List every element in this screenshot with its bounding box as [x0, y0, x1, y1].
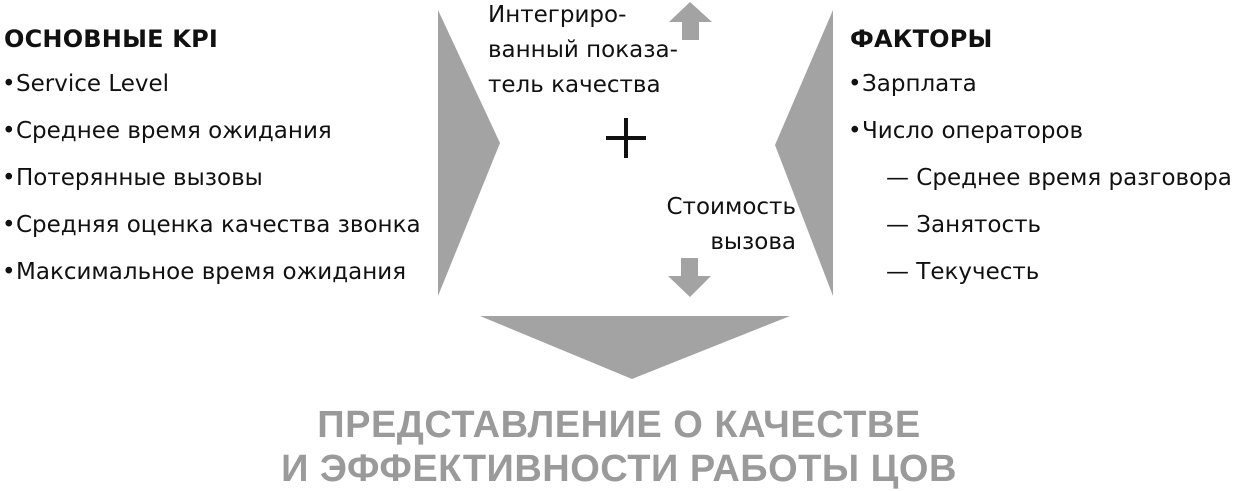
conclusion-title-line1: ПРЕДСТАВЛЕНИЕ О КАЧЕСТВЕ — [317, 404, 921, 446]
list-item: •Service Level — [2, 61, 421, 108]
bullet-icon: • — [2, 212, 16, 238]
bullet-icon: • — [2, 165, 16, 191]
bullet-icon: • — [2, 71, 16, 97]
integrated-quality-line: тель качества — [488, 72, 661, 98]
plus-icon — [606, 118, 646, 158]
call-cost-label: Стоимость вызова — [660, 190, 797, 260]
down-arrow-icon — [668, 258, 711, 297]
list-item: •Среднее время ожидания — [2, 108, 421, 155]
right-arrow-shape — [775, 10, 833, 296]
factor-item-label: Число операторов — [862, 118, 1084, 144]
bullet-icon: • — [848, 118, 862, 144]
kpi-item-label: Потерянные вызовы — [16, 165, 263, 191]
list-item: — Занятость — [848, 202, 1232, 249]
kpi-item-label: Максимальное время ожидания — [16, 259, 407, 285]
bullet-icon: • — [2, 118, 16, 144]
bullet-icon: • — [848, 71, 862, 97]
factor-subitem-label: — Текучесть — [886, 259, 1040, 285]
call-cost-line: Стоимость — [666, 194, 797, 220]
bottom-funnel-shape — [480, 316, 790, 379]
bullet-icon: • — [2, 259, 16, 285]
integrated-quality-line: Интегриро- — [488, 2, 627, 28]
up-arrow-icon — [669, 2, 712, 40]
left-arrow-shape — [438, 10, 500, 296]
list-item: •Зарплата — [848, 61, 1232, 108]
call-cost-line: вызова — [710, 229, 796, 255]
kpi-item-label: Service Level — [16, 71, 170, 97]
factor-subitem-label: — Занятость — [886, 212, 1042, 238]
factor-item-label: Зарплата — [862, 71, 977, 97]
list-item: — Среднее время разговора — [848, 155, 1232, 202]
kpi-list: •Service Level •Среднее время ожидания •… — [2, 61, 421, 296]
factor-subitem-label: — Среднее время разговора — [886, 165, 1232, 191]
list-item: •Потерянные вызовы — [2, 155, 421, 202]
kpi-heading: ОСНОВНЫЕ KPI — [4, 25, 219, 53]
integrated-quality-label: Интегриро- ванный показа- тель качества — [488, 0, 678, 103]
list-item: •Максимальное время ожидания — [2, 249, 421, 296]
kpi-item-label: Среднее время ожидания — [16, 118, 332, 144]
conclusion-title-line2: И ЭФФЕКТИВНОСТИ РАБОТЫ ЦОВ — [281, 448, 957, 490]
list-item: •Средняя оценка качества звонка — [2, 202, 421, 249]
factors-heading: ФАКТОРЫ — [850, 25, 993, 53]
kpi-item-label: Средняя оценка качества звонка — [16, 212, 421, 238]
list-item: — Текучесть — [848, 249, 1232, 296]
factors-list: •Зарплата •Число операторов — Среднее вр… — [848, 61, 1232, 296]
integrated-quality-line: ванный показа- — [488, 37, 678, 63]
list-item: •Число операторов — [848, 108, 1232, 155]
